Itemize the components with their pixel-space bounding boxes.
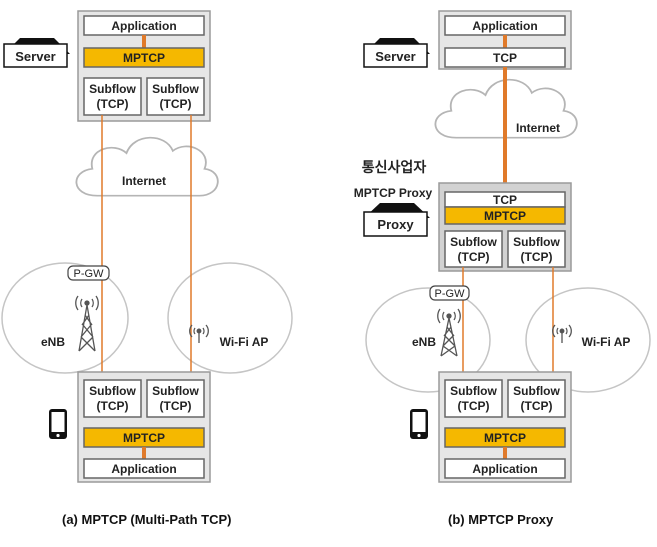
right-proxy-subflow-2 — [507, 230, 566, 268]
left-client-subflow-1 — [83, 379, 142, 418]
svg-text:(TCP): (TCP) — [458, 399, 490, 413]
right-server-label: Server — [375, 49, 415, 64]
svg-text:Subflow: Subflow — [89, 82, 136, 96]
right-proxy-badge: Proxy — [363, 203, 430, 237]
svg-text:(TCP): (TCP) — [160, 97, 192, 111]
right-pgw-box — [429, 285, 470, 301]
right-pgw-label: P-GW — [435, 288, 466, 300]
left-server-subflow-2 — [146, 77, 205, 116]
svg-text:(TCP): (TCP) — [160, 399, 192, 413]
right-client-app-layer — [444, 458, 566, 479]
right-diagram: Server Application TCP Internet 통신사업자 MP… — [354, 10, 651, 483]
right-client-subflow-2 — [507, 379, 566, 418]
right-proxy-subflow-1 — [444, 230, 503, 268]
right-client-app-label: Application — [472, 462, 537, 476]
left-smartphone-icon — [49, 409, 67, 439]
right-server-app-label: Application — [472, 19, 537, 33]
right-server-tcp-label: TCP — [493, 51, 517, 65]
svg-text:(TCP): (TCP) — [521, 399, 553, 413]
svg-text:Subflow: Subflow — [152, 384, 199, 398]
left-cellular-coverage — [1, 262, 129, 374]
svg-text:Subflow: Subflow — [513, 235, 560, 249]
svg-text:(TCP): (TCP) — [97, 399, 129, 413]
left-wifi-label: Wi-Fi AP — [220, 335, 269, 349]
left-server-subflow-1 — [83, 77, 142, 116]
right-enb-tower-icon — [437, 308, 461, 357]
left-client-app-label: Application — [111, 462, 176, 476]
svg-text:Subflow: Subflow — [152, 82, 199, 96]
left-pgw-label: P-GW — [74, 268, 105, 280]
left-client-mptcp-label: MPTCP — [123, 431, 165, 445]
svg-text:Subflow: Subflow — [513, 384, 560, 398]
left-server-app-label: Application — [111, 19, 176, 33]
left-wifi-coverage — [167, 262, 293, 374]
left-diagram: Server Application MPTCP Subflow (TCP) S… — [1, 10, 293, 483]
right-server-badge: Server — [363, 38, 430, 68]
right-proxy-mptcp-label: MPTCP — [484, 209, 526, 223]
right-wifi-coverage — [525, 287, 651, 393]
right-caption: (b) MPTCP Proxy — [448, 512, 554, 527]
left-client-app-layer — [83, 458, 205, 479]
right-cellular-coverage — [365, 287, 491, 393]
svg-text:Subflow: Subflow — [450, 235, 497, 249]
left-enb-label: eNB — [41, 335, 65, 349]
right-wifi-label: Wi-Fi AP — [582, 335, 631, 349]
left-client-subflow-2 — [146, 379, 205, 418]
right-proxy-title: MPTCP Proxy — [354, 186, 433, 200]
svg-text:(TCP): (TCP) — [97, 97, 129, 111]
left-server-label: Server — [15, 49, 55, 64]
svg-text:(TCP): (TCP) — [458, 250, 490, 264]
right-client-mptcp-label: MPTCP — [484, 431, 526, 445]
left-server-mptcp-label: MPTCP — [123, 51, 165, 65]
right-wifi-ap-icon — [552, 324, 572, 343]
svg-text:Subflow: Subflow — [450, 384, 497, 398]
left-pgw-box — [67, 265, 110, 281]
right-proxy-mptcp-layer — [444, 206, 566, 225]
svg-text:(TCP): (TCP) — [521, 250, 553, 264]
right-enb-label: eNB — [412, 335, 436, 349]
left-caption: (a) MPTCP (Multi-Path TCP) — [62, 512, 232, 527]
right-proxy-label: Proxy — [377, 217, 414, 232]
right-proxy-tcp-label: TCP — [493, 193, 517, 207]
left-internet-label: Internet — [122, 174, 166, 188]
svg-text:Subflow: Subflow — [89, 384, 136, 398]
left-server-badge: Server — [3, 38, 70, 68]
left-server-mptcp-layer — [83, 47, 205, 68]
right-carrier-label: 통신사업자 — [362, 159, 427, 175]
right-smartphone-icon — [410, 409, 428, 439]
left-enb-tower-icon — [75, 295, 99, 352]
right-client-subflow-1 — [444, 379, 503, 418]
right-internet-label: Internet — [516, 121, 560, 135]
left-wifi-ap-icon — [189, 324, 209, 343]
